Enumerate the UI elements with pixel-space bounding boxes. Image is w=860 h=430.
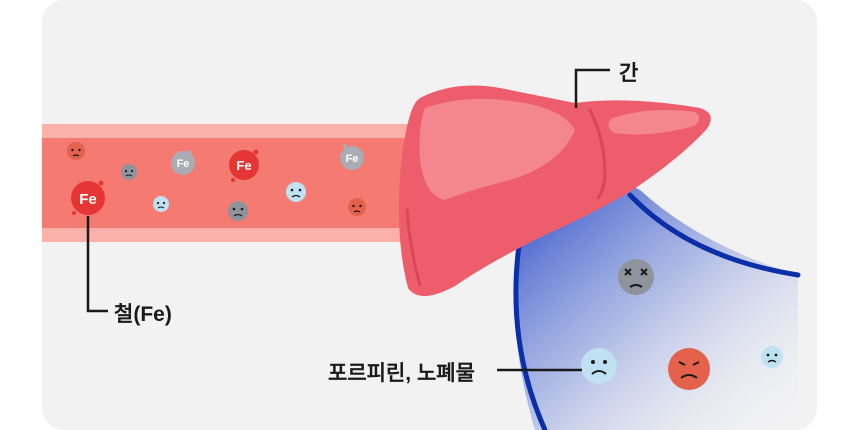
iron-particle-gray-1: Fe [171, 150, 195, 175]
iron-particle-red-main: Fe [71, 180, 105, 215]
fe-text: Fe [79, 191, 97, 208]
fe-text: Fe [177, 158, 190, 170]
iron-label: 철(Fe) [114, 303, 172, 326]
face-light-blue-small-1 [153, 196, 169, 212]
face-gray-small-1 [121, 164, 137, 180]
face-orange-small-1 [67, 142, 85, 160]
porphyrin-waste-label: 포르피린, 노폐물 [328, 362, 475, 385]
face-orange-angry [668, 348, 710, 390]
iron-leader-line [86, 216, 108, 313]
face-light-blue-small-2 [286, 182, 306, 202]
fe-text: Fe [236, 158, 251, 173]
face-gray-small-2 [228, 201, 248, 221]
liver-label: 간 [619, 62, 639, 85]
fe-text: Fe [346, 153, 359, 165]
face-light-blue-sad [581, 348, 617, 384]
face-gray-dizzy [618, 259, 654, 295]
face-orange-small-2 [348, 198, 366, 216]
iron-particle-red-1: Fe [229, 149, 259, 182]
liver-organ [398, 85, 711, 297]
liver-leader-line [574, 68, 610, 108]
face-light-blue-small-3 [761, 346, 783, 368]
iron-particle-gray-2: Fe [340, 144, 364, 170]
